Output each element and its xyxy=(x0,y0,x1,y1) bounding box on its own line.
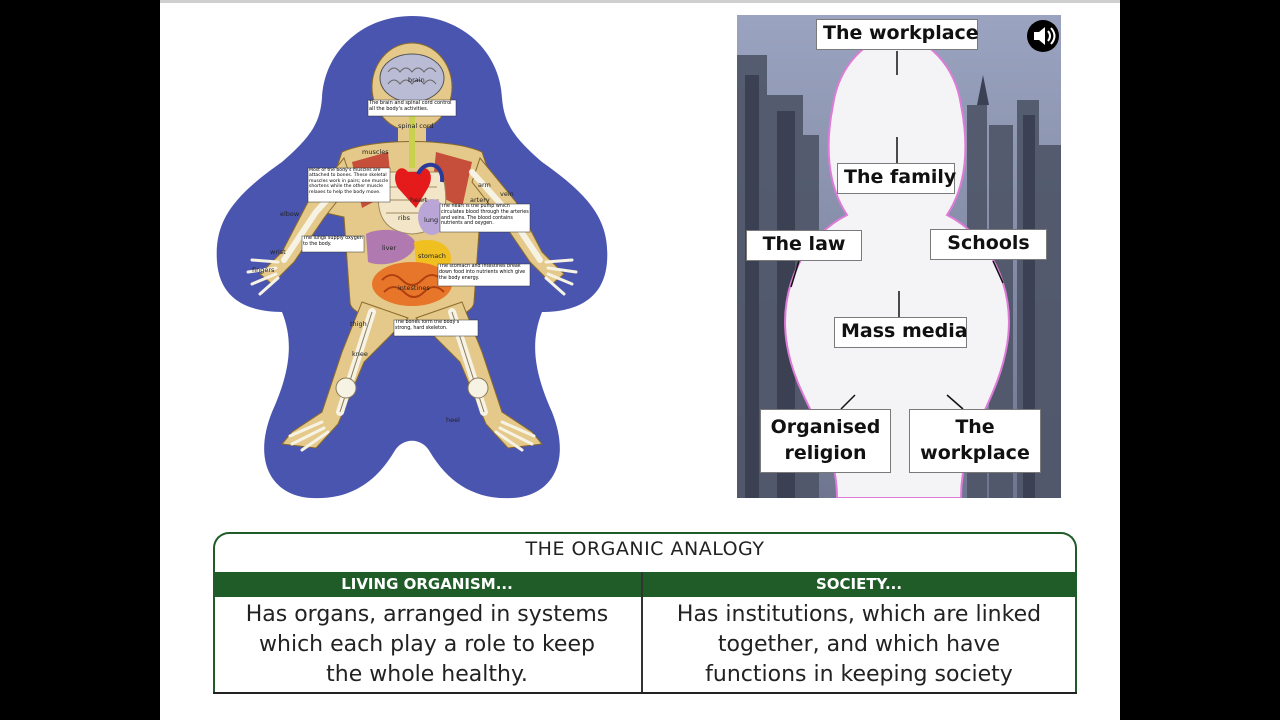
cell-right-line1: Has institutions, which are linked xyxy=(643,600,1075,630)
label-muscles: muscles xyxy=(362,148,389,156)
slide-top-border xyxy=(160,0,1120,3)
note-heart: The heart is the pump which circulates b… xyxy=(441,204,529,227)
column-divider xyxy=(641,572,643,694)
slide: brain spinal cord muscles arm vein arter… xyxy=(160,0,1120,720)
institution-law: The law xyxy=(746,230,862,261)
label-knee: knee xyxy=(352,350,368,358)
header-living-organism: LIVING ORGANISM... xyxy=(213,572,641,597)
cell-left-line2: which each play a role to keep xyxy=(213,630,641,660)
institution-religion-line1: Organised xyxy=(767,414,884,440)
note-stomach: The stomach and intestines break down fo… xyxy=(439,264,529,282)
label-brain: brain xyxy=(408,76,425,84)
institution-workplace-bottom: The workplace xyxy=(909,409,1041,473)
label-liver: liver xyxy=(382,244,396,252)
note-bones: The bones form the body's strong, hard s… xyxy=(395,320,477,332)
spinal-cord-shape xyxy=(409,108,415,168)
label-stomach: stomach xyxy=(418,252,446,260)
label-fingers: fingers xyxy=(252,266,275,274)
cell-left-line1: Has organs, arranged in systems xyxy=(213,600,641,630)
cell-right-line2: together, and which have xyxy=(643,630,1075,660)
note-brain: The brain and spinal cord control all th… xyxy=(369,100,455,112)
note-muscles: Most of the body's muscles are attached … xyxy=(309,168,389,195)
label-lung: lung xyxy=(424,216,438,224)
label-vein: vein xyxy=(500,190,514,198)
organic-analogy-table: THE ORGANIC ANALOGY LIVING ORGANISM... S… xyxy=(213,532,1077,694)
institution-religion-line2: religion xyxy=(767,440,884,466)
cell-right-line3: functions in keeping society xyxy=(643,660,1075,690)
label-heart: heart xyxy=(410,196,428,204)
institution-family: The family xyxy=(837,163,955,194)
label-intestines: intestines xyxy=(398,284,430,292)
label-thigh: thigh xyxy=(350,320,367,328)
table-bottom-border xyxy=(213,692,1077,694)
table-header-row: LIVING ORGANISM... SOCIETY... xyxy=(213,572,1077,597)
label-heel: heel xyxy=(446,416,460,424)
table-right-border xyxy=(1075,572,1077,694)
institution-religion: Organised religion xyxy=(760,409,891,473)
institution-schools: Schools xyxy=(930,229,1047,260)
label-artery: artery xyxy=(470,196,490,204)
cell-living-organism: Has organs, arranged in systems which ea… xyxy=(213,600,641,690)
header-society: SOCIETY... xyxy=(643,572,1075,597)
label-ribs: ribs xyxy=(398,214,411,222)
label-wrist: wrist xyxy=(270,248,286,256)
label-arm: arm xyxy=(478,181,491,189)
cell-left-line3: the whole healthy. xyxy=(213,660,641,690)
label-elbow: elbow xyxy=(280,210,300,218)
label-spinal-cord: spinal cord xyxy=(398,122,434,130)
institution-workplace-top: The workplace xyxy=(816,19,978,50)
society-institutions-panel: The workplace The family The law Schools… xyxy=(737,15,1061,498)
institution-workplace-line1: The xyxy=(916,414,1034,440)
human-body-diagram: brain spinal cord muscles arm vein arter… xyxy=(212,12,612,502)
cell-society: Has institutions, which are linked toget… xyxy=(643,600,1075,690)
table-title: THE ORGANIC ANALOGY xyxy=(213,538,1077,560)
institution-workplace-line2: workplace xyxy=(916,440,1034,466)
institution-media: Mass media xyxy=(834,317,967,348)
speaker-icon[interactable] xyxy=(1026,19,1060,53)
note-lungs: The lungs supply oxygen to the body. xyxy=(303,236,363,248)
